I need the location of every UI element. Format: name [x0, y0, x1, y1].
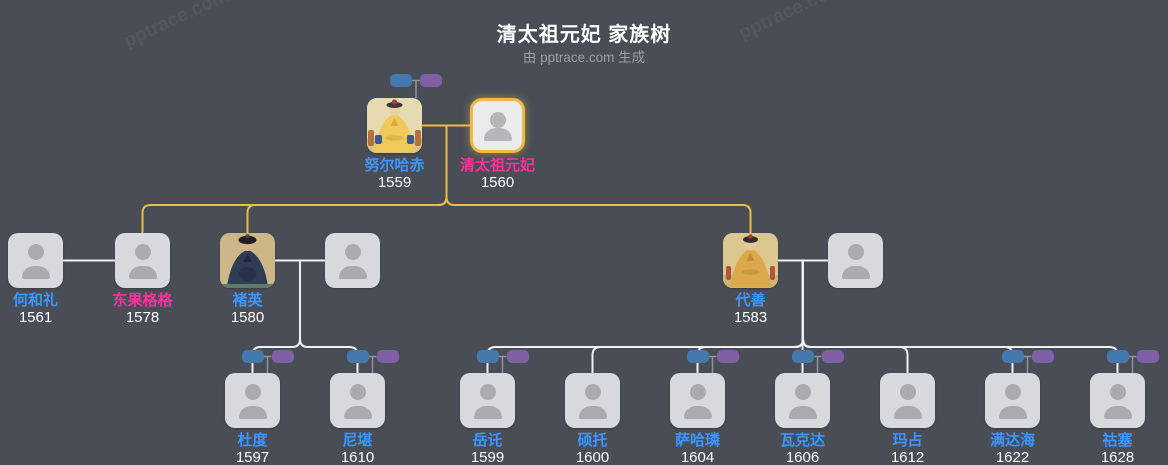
person-placeholder-icon [325, 233, 380, 288]
person-name: 满达海 [989, 432, 1035, 449]
collapsed-male-icon[interactable] [476, 350, 499, 363]
person-year: 1610 [340, 449, 375, 465]
person-nurhaci: 努尔哈赤 1559 [340, 98, 450, 191]
collapsed-male-icon[interactable] [1001, 350, 1024, 363]
collapsed-male-icon[interactable] [1106, 350, 1129, 363]
avatar-husai[interactable] [1090, 373, 1145, 428]
person-name: 瓦克达 [779, 432, 825, 449]
person-name: 硕托 [577, 432, 608, 449]
collapsed-female-icon[interactable] [1136, 350, 1159, 363]
avatar-yuanfei[interactable] [470, 98, 525, 153]
avatar-sahalian[interactable] [670, 373, 725, 428]
person-year: 1583 [733, 309, 768, 326]
person-placeholder-icon [880, 373, 935, 428]
collapsed-female-icon[interactable] [376, 350, 399, 363]
avatar-heheli[interactable] [8, 233, 63, 288]
person-placeholder-icon [225, 373, 280, 428]
collapsed-female-icon[interactable] [271, 350, 294, 363]
person-placeholder-icon [115, 233, 170, 288]
collapsed-male-icon[interactable] [686, 350, 709, 363]
person-daishan-spouse [801, 233, 911, 288]
person-year: 1612 [890, 449, 925, 465]
person-placeholder-icon [985, 373, 1040, 428]
portrait-nurhaci[interactable] [367, 98, 422, 153]
avatar-mandahai[interactable] [985, 373, 1040, 428]
person-placeholder-icon [1090, 373, 1145, 428]
avatar-daishan-spouse[interactable] [828, 233, 883, 288]
person-year: 1606 [785, 449, 820, 465]
portrait-daishan[interactable] [723, 233, 778, 288]
person-daishan: 代善 1583 [696, 233, 806, 326]
person-name: 褚英 [232, 292, 263, 309]
person-name: 萨哈璘 [674, 432, 720, 449]
person-name: 东果格格 [112, 292, 173, 309]
person-shuotuo: 硕托 1600 [538, 373, 648, 465]
portrait-chuying[interactable] [220, 233, 275, 288]
avatar-chuying-spouse[interactable] [325, 233, 380, 288]
person-year: 1578 [125, 309, 160, 326]
collapsed-father-icon[interactable] [390, 74, 412, 87]
person-placeholder-icon [565, 373, 620, 428]
person-heheli: 何和礼 1561 [0, 233, 91, 326]
person-year: 1560 [480, 174, 515, 191]
person-year: 1599 [470, 449, 505, 465]
person-yuetuo: 岳讬 1599 [433, 373, 543, 465]
person-placeholder-icon [460, 373, 515, 428]
person-placeholder-icon [828, 233, 883, 288]
person-dudu: 杜度 1597 [198, 373, 308, 465]
person-yuanfei: 清太祖元妃 1560 [443, 98, 553, 191]
person-placeholder-icon [8, 233, 63, 288]
person-name: 杜度 [237, 432, 268, 449]
person-sahalian: 萨哈璘 1604 [643, 373, 753, 465]
person-nikan: 尼堪 1610 [303, 373, 413, 465]
collapsed-male-icon[interactable] [241, 350, 264, 363]
person-name: 岳讬 [472, 432, 503, 449]
collapsed-male-icon[interactable] [346, 350, 369, 363]
person-wakeda: 瓦克达 1606 [748, 373, 858, 465]
person-placeholder-icon [473, 101, 522, 150]
person-name: 代善 [735, 292, 766, 309]
person-year: 1559 [377, 174, 412, 191]
person-year: 1561 [18, 309, 53, 326]
person-name: 祜塞 [1102, 432, 1133, 449]
person-placeholder-icon [670, 373, 725, 428]
avatar-nikan[interactable] [330, 373, 385, 428]
person-year: 1622 [995, 449, 1030, 465]
person-placeholder-icon [775, 373, 830, 428]
avatar-yuetuo[interactable] [460, 373, 515, 428]
person-year: 1628 [1100, 449, 1135, 465]
avatar-shuotuo[interactable] [565, 373, 620, 428]
collapsed-female-icon[interactable] [1031, 350, 1054, 363]
collapsed-mother-icon[interactable] [420, 74, 442, 87]
person-name: 尼堪 [342, 432, 373, 449]
person-mazhan: 玛占 1612 [853, 373, 963, 465]
person-year: 1597 [235, 449, 270, 465]
collapsed-female-icon[interactable] [716, 350, 739, 363]
avatar-dudu[interactable] [225, 373, 280, 428]
page-subtitle: 由 pptrace.com 生成 [522, 50, 646, 65]
person-name: 清太祖元妃 [459, 157, 535, 174]
person-husai: 祜塞 1628 [1063, 373, 1168, 465]
person-chuying-spouse [298, 233, 408, 288]
collapsed-female-icon[interactable] [506, 350, 529, 363]
page-title: 清太祖元妃 家族树 [496, 24, 672, 46]
person-name: 玛占 [892, 432, 923, 449]
person-year: 1580 [230, 309, 265, 326]
person-dongguogege: 东果格格 1578 [88, 233, 198, 326]
person-mandahai: 满达海 1622 [958, 373, 1068, 465]
person-name: 努尔哈赤 [364, 157, 425, 174]
person-placeholder-icon [330, 373, 385, 428]
avatar-mazhan[interactable] [880, 373, 935, 428]
collapsed-male-icon[interactable] [791, 350, 814, 363]
person-year: 1600 [575, 449, 610, 465]
person-name: 何和礼 [12, 292, 58, 309]
avatar-dongguogege[interactable] [115, 233, 170, 288]
person-year: 1604 [680, 449, 715, 465]
collapsed-female-icon[interactable] [821, 350, 844, 363]
avatar-wakeda[interactable] [775, 373, 830, 428]
person-chuying: 褚英 1580 [193, 233, 303, 326]
